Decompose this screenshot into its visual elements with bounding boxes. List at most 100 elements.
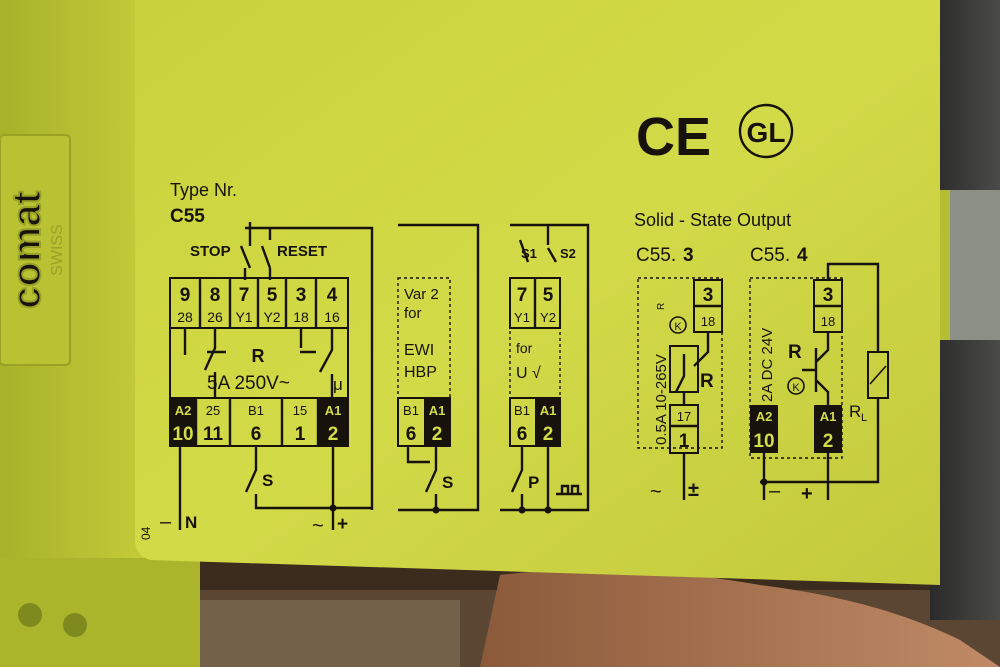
bottom-terminal-dividers <box>194 398 320 446</box>
terminal-bottom: 6 <box>251 424 262 445</box>
terminal-sub: Y1 <box>514 310 530 325</box>
c553-dashed-box <box>637 277 723 449</box>
c554-supply-neg: – <box>769 480 781 502</box>
relay-contacts <box>183 328 334 398</box>
junction-dot <box>544 506 552 514</box>
junction-dot <box>518 506 526 514</box>
c554-supply-wires <box>762 453 830 500</box>
variant-ewi-line3: EWI <box>404 342 434 359</box>
terminal-main: 3 <box>296 285 307 306</box>
variant-u-s2: S2 <box>560 246 576 261</box>
terminal-sub: Y1 <box>235 309 252 325</box>
terminal-top: A1 <box>325 403 342 418</box>
type-label: Type Nr. <box>170 180 237 200</box>
terminal-bottom: 2 <box>328 424 339 445</box>
inverted-terminal-a2 <box>170 398 196 446</box>
terminal-top: B1 <box>514 403 530 418</box>
c554-a1-terminal <box>814 405 842 453</box>
terminal-top: B1 <box>248 403 264 418</box>
terminal-top: 15 <box>293 403 307 418</box>
variant-ewi-line2: for <box>404 305 422 322</box>
terminal-main: 3 <box>823 285 834 306</box>
variant-ewi-line4: HBP <box>404 364 437 381</box>
c553-supply-pm: ± <box>688 479 699 501</box>
gl-mark-circle <box>738 103 794 159</box>
supply-pos: + <box>337 514 348 535</box>
c554-diagram: C55. 4 2A DC 24V 3 18 R L R K A2 10 A1 2… <box>749 245 889 505</box>
terminal-sub: 16 <box>324 309 340 325</box>
solid-state-title: Solid - State Output <box>634 210 791 230</box>
relay-label: R <box>252 346 265 366</box>
ce-mark: CE <box>636 107 711 167</box>
gl-mark: GL <box>747 117 786 148</box>
c553-relay-contact <box>674 332 710 405</box>
terminal-sub: 17 <box>677 409 691 424</box>
hand <box>480 569 1000 667</box>
terminal-sub: 18 <box>701 314 715 329</box>
top-terminal-dividers <box>198 278 318 328</box>
junction-dot <box>432 506 440 514</box>
junction-dot <box>760 478 768 486</box>
terminal-top: A1 <box>429 403 446 418</box>
terminal-bottom: 10 <box>753 431 774 452</box>
variant-u-s1: S1 <box>521 246 537 261</box>
c554-transistor <box>802 332 830 405</box>
brand-origin: SWISS <box>49 224 66 276</box>
terminal-bottom: 6 <box>517 424 528 445</box>
terminal-main: 8 <box>210 285 221 306</box>
reset-label: RESET <box>277 243 327 260</box>
terminal-main: 3 <box>703 285 714 306</box>
terminal-bottom: 6 <box>406 424 417 445</box>
terminal-main: 7 <box>517 285 528 306</box>
terminal-bottom: 11 <box>203 424 224 445</box>
bottom-terminals: A2 10 25 11 B1 6 15 1 A1 2 <box>172 403 341 445</box>
terminal-main: 5 <box>543 285 554 306</box>
terminal-top: A1 <box>820 409 837 424</box>
model-label: C55 <box>170 206 205 227</box>
variant-u-p-label: P <box>528 473 539 492</box>
terminal-main: 7 <box>239 285 250 306</box>
mu-symbol: μ <box>333 375 343 394</box>
relay-rating: 5A 250V~ <box>207 373 290 394</box>
supply-neg: – <box>160 511 172 533</box>
pulse-symbol <box>556 484 582 496</box>
c554-k-label: K <box>792 382 800 394</box>
c553-diagram: C55. 3 0.5A 10-265V R K 3 18 R 17 1 ~ ± <box>636 245 723 503</box>
variant-ewi-diagram: Var 2 for EWI HBP B1 6 A1 2 S <box>397 223 480 514</box>
brand-plate <box>0 134 71 366</box>
s-switch-label: S <box>262 471 273 490</box>
c553-model-suffix: 3 <box>683 245 694 266</box>
c554-load-sub: L <box>861 412 867 424</box>
terminal-bottom: 2 <box>823 431 834 452</box>
blurred-shelf <box>180 600 460 667</box>
terminal-main: 4 <box>327 285 338 306</box>
terminal-sub: Y2 <box>263 309 280 325</box>
c553-relay-label: R <box>700 371 714 392</box>
inverted-terminal-a1 <box>318 398 348 446</box>
lower-wiring <box>178 446 372 530</box>
terminal-top: A2 <box>175 403 192 418</box>
variant-u-diagram: S1 S2 7 Y1 5 Y2 for U √ B1 6 A1 2 P <box>500 223 590 514</box>
terminal-sub: 26 <box>207 309 223 325</box>
module-hole <box>63 613 87 637</box>
terminal-bottom: 1 <box>295 424 306 445</box>
c553-supply-ac: ~ <box>650 481 662 503</box>
variant-ewi-s-label: S <box>442 473 453 492</box>
c554-relay-label: R <box>788 342 802 363</box>
variant-u-frame <box>500 223 590 512</box>
c554-load-label: R <box>849 402 861 421</box>
terminal-main: 1 <box>679 431 690 452</box>
c554-load-resistor <box>867 351 889 399</box>
terminal-bottom: 2 <box>432 424 443 445</box>
supply-ac: ~ <box>312 515 324 537</box>
c55-diagram: Type Nr. C55 STOP RESET 9 28 8 26 7 Y1 5… <box>139 180 374 540</box>
stop-label: STOP <box>190 243 231 260</box>
c554-k-circle <box>787 377 805 395</box>
variant-u-u-label: U √ <box>516 365 541 382</box>
terminal-sub: 28 <box>177 309 193 325</box>
terminal-top: 25 <box>206 403 220 418</box>
junction-dot <box>329 504 337 512</box>
terminal-sub: 18 <box>293 309 309 325</box>
brand-logo: comat SWISS <box>4 190 66 310</box>
